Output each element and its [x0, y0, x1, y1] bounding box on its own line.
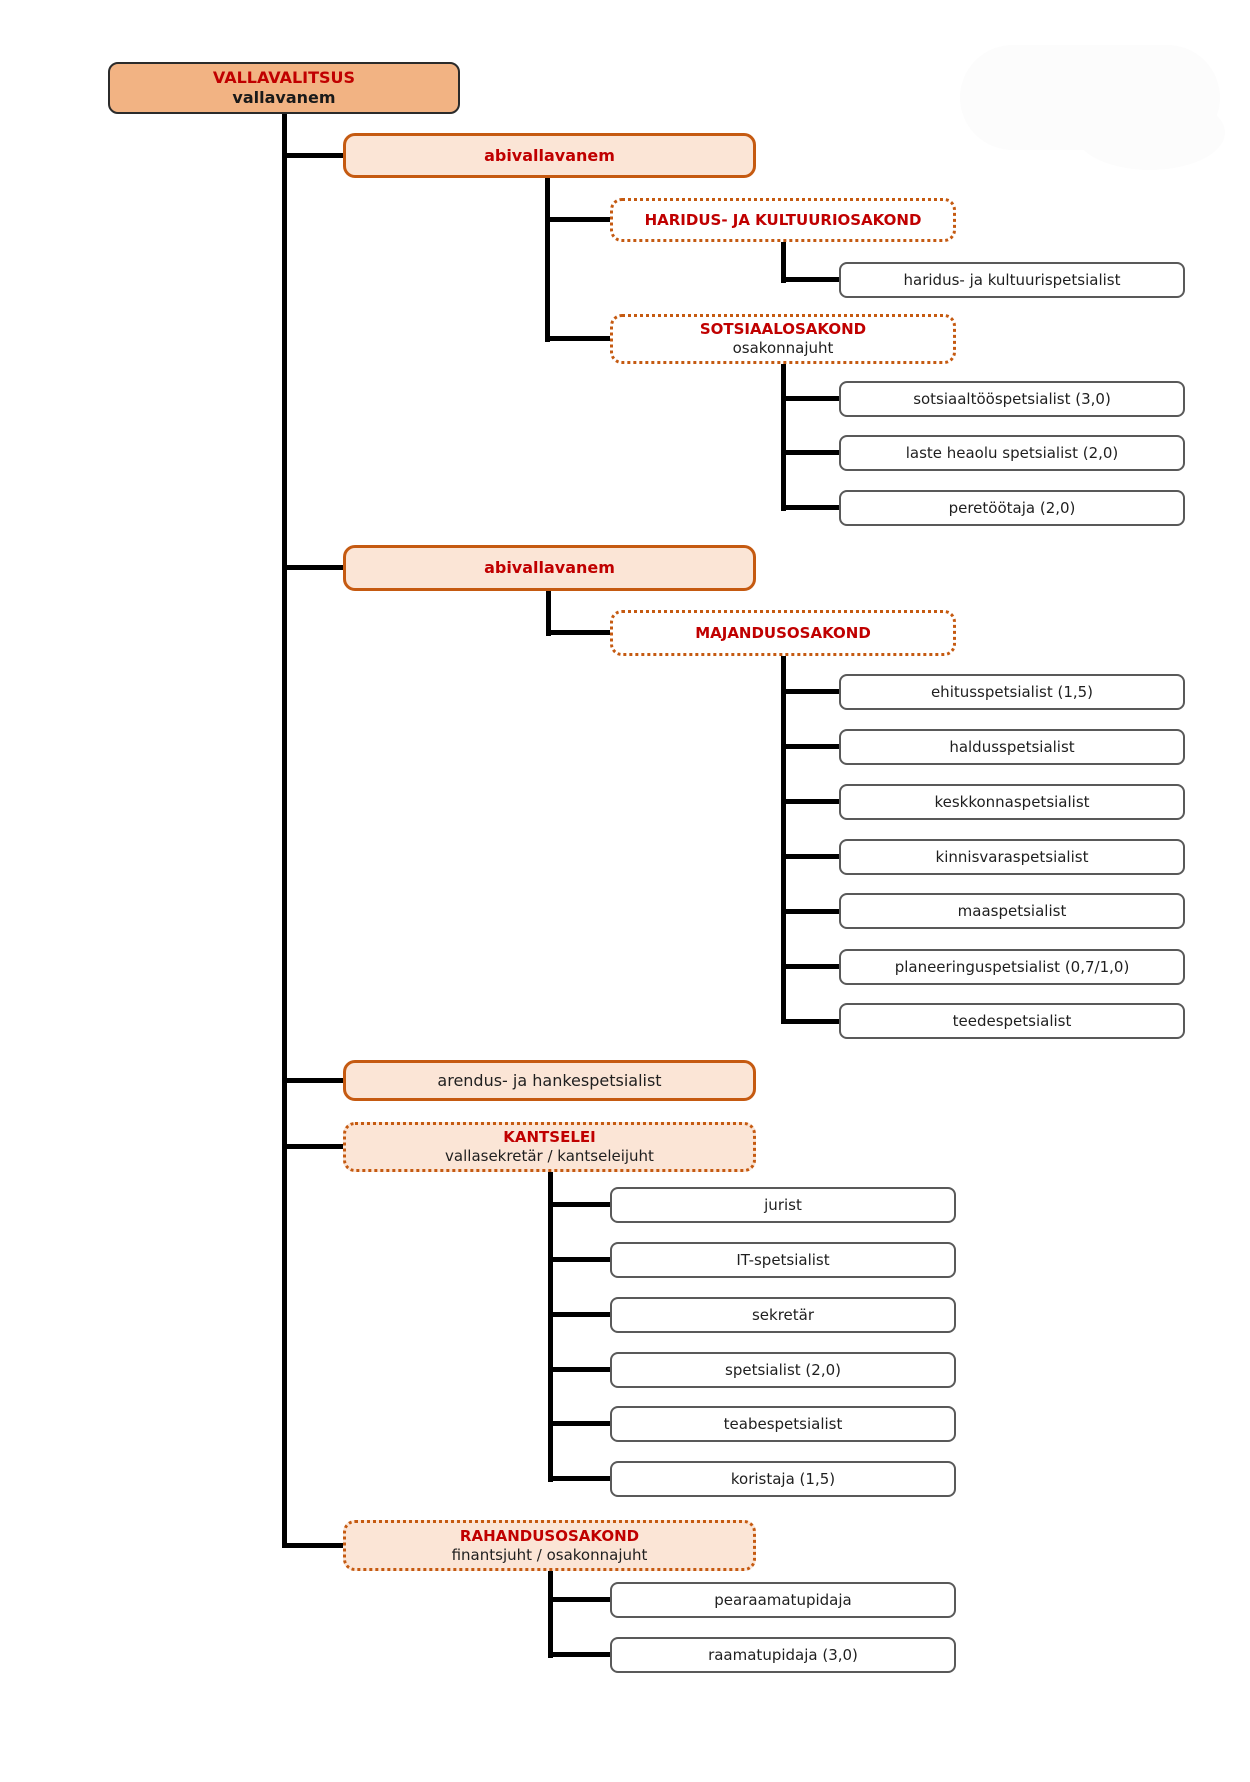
- connector-line: [781, 799, 839, 804]
- node-it-spetsialist: IT-spetsialist: [610, 1242, 956, 1278]
- node-title: sekretär: [751, 1305, 815, 1324]
- node-title: spetsialist (2,0): [725, 1360, 841, 1379]
- connector-line: [548, 1172, 553, 1482]
- node-title: peretöötaja (2,0): [948, 498, 1076, 517]
- connector-line: [548, 1476, 610, 1481]
- connector-line: [282, 1078, 344, 1083]
- connector-line: [282, 153, 344, 158]
- node-arendus-ja-hankespetsialist: arendus- ja hankespetsialist: [343, 1060, 756, 1101]
- connector-line: [548, 1571, 553, 1658]
- node-title: haldusspetsialist: [949, 737, 1075, 756]
- node-title: RAHANDUSOSAKOND: [459, 1526, 640, 1545]
- node-planeeringuspetsialist: planeeringuspetsialist (0,7/1,0): [839, 949, 1185, 985]
- connector-line: [548, 1257, 610, 1262]
- connector-line: [781, 1019, 839, 1024]
- node-haridus-ja-kultuuriosakond: HARIDUS- JA KULTUURIOSAKOND: [610, 198, 956, 242]
- connector-line: [781, 505, 839, 510]
- node-spetsialist: spetsialist (2,0): [610, 1352, 956, 1388]
- node-title: HARIDUS- JA KULTUURIOSAKOND: [644, 210, 922, 229]
- node-title: haridus- ja kultuurispetsialist: [903, 270, 1121, 289]
- connector-line: [282, 565, 344, 570]
- node-vallavalitsus: VALLAVALITSUS vallavanem: [108, 62, 460, 114]
- connector-trunk: [282, 114, 287, 1548]
- connector-line: [781, 964, 839, 969]
- node-title: kinnisvaraspetsialist: [935, 847, 1089, 866]
- connector-line: [781, 364, 786, 511]
- connector-line: [781, 909, 839, 914]
- node-majandusosakond: MAJANDUSOSAKOND: [610, 610, 956, 656]
- node-title: koristaja (1,5): [730, 1469, 836, 1488]
- connector-line: [546, 591, 551, 636]
- node-title: raamatupidaja (3,0): [708, 1645, 858, 1664]
- node-jurist: jurist: [610, 1187, 956, 1223]
- node-title: planeeringuspetsialist (0,7/1,0): [894, 957, 1130, 976]
- connector-line: [781, 854, 839, 859]
- node-subtitle: osakonnajuht: [732, 339, 834, 357]
- node-kinnisvaraspetsialist: kinnisvaraspetsialist: [839, 839, 1185, 875]
- connector-line: [548, 1202, 610, 1207]
- connector-line: [282, 1543, 344, 1548]
- node-title: keskkonnaspetsialist: [934, 792, 1090, 811]
- node-title: sotsiaaltööspetsialist (3,0): [913, 389, 1111, 408]
- node-title: VALLAVALITSUS: [212, 68, 356, 87]
- node-abivallavanem-1: abivallavanem: [343, 133, 756, 178]
- node-sotsiaaltoospetsialist: sotsiaaltööspetsialist (3,0): [839, 381, 1185, 417]
- node-title: jurist: [764, 1195, 802, 1214]
- node-title: abivallavanem: [484, 558, 615, 577]
- node-keskkonnaspetsialist: keskkonnaspetsialist: [839, 784, 1185, 820]
- connector-line: [781, 242, 786, 283]
- node-haridus-ja-kultuurispetsialist: haridus- ja kultuurispetsialist: [839, 262, 1185, 298]
- node-pearaamatupidaja: pearaamatupidaja: [610, 1582, 956, 1618]
- node-sekretar: sekretär: [610, 1297, 956, 1333]
- node-teabespetsialist: teabespetsialist: [610, 1406, 956, 1442]
- connector-line: [548, 1421, 610, 1426]
- background-blob: [1075, 95, 1225, 170]
- connector-line: [781, 396, 839, 401]
- node-title: teedespetsialist: [952, 1011, 1072, 1030]
- node-subtitle: vallasekretär / kantseleijuht: [445, 1147, 654, 1165]
- connector-line: [781, 450, 839, 455]
- connector-line: [282, 1144, 344, 1149]
- node-title: SOTSIAALOSAKOND: [699, 320, 867, 339]
- node-title: MAJANDUSOSAKOND: [695, 623, 871, 642]
- connector-line: [781, 277, 839, 282]
- node-abivallavanem-2: abivallavanem: [343, 545, 756, 591]
- connector-line: [545, 217, 610, 222]
- connector-line: [548, 1367, 610, 1372]
- node-kantselei: KANTSELEI vallasekretär / kantseleijuht: [343, 1122, 756, 1172]
- connector-line: [548, 1597, 610, 1602]
- node-raamatupidaja: raamatupidaja (3,0): [610, 1637, 956, 1673]
- node-title: laste heaolu spetsialist (2,0): [905, 443, 1119, 462]
- node-peretootaja: peretöötaja (2,0): [839, 490, 1185, 526]
- connector-line: [545, 178, 550, 342]
- connector-line: [781, 656, 786, 1024]
- node-title: pearaamatupidaja: [714, 1590, 852, 1609]
- node-sotsiaalosakond: SOTSIAALOSAKOND osakonnajuht: [610, 314, 956, 364]
- node-ehitusspetsialist: ehitusspetsialist (1,5): [839, 674, 1185, 710]
- node-title: maaspetsialist: [957, 901, 1067, 920]
- node-subtitle: finantsjuht / osakonnajuht: [451, 1545, 648, 1564]
- node-title: teabespetsialist: [723, 1414, 843, 1433]
- node-teedespetsialist: teedespetsialist: [839, 1003, 1185, 1039]
- node-laste-heaolu-spetsialist: laste heaolu spetsialist (2,0): [839, 435, 1185, 471]
- node-maaspetsialist: maaspetsialist: [839, 893, 1185, 929]
- node-rahandusosakond: RAHANDUSOSAKOND finantsjuht / osakonnaju…: [343, 1520, 756, 1571]
- node-haldusspetsialist: haldusspetsialist: [839, 729, 1185, 765]
- connector-line: [548, 1652, 610, 1657]
- connector-line: [781, 689, 839, 694]
- connector-line: [546, 630, 610, 635]
- connector-line: [548, 1312, 610, 1317]
- node-title: ehitusspetsialist (1,5): [930, 682, 1094, 701]
- connector-line: [545, 336, 610, 341]
- node-title: arendus- ja hankespetsialist: [437, 1070, 662, 1090]
- node-title: abivallavanem: [484, 145, 615, 165]
- node-title: IT-spetsialist: [736, 1250, 830, 1269]
- node-subtitle: vallavanem: [232, 88, 336, 107]
- connector-line: [781, 744, 839, 749]
- node-title: KANTSELEI: [503, 1128, 596, 1147]
- node-koristaja: koristaja (1,5): [610, 1461, 956, 1497]
